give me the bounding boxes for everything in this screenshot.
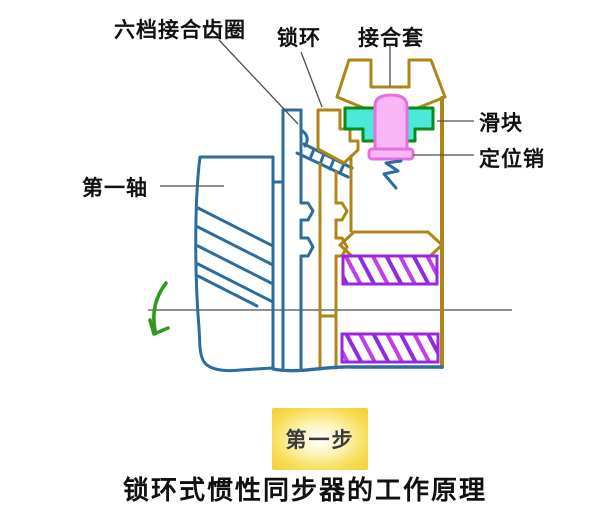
sleeve-shape (335, 58, 447, 113)
pin-flange-shape (367, 147, 415, 161)
pin-spring-icon (382, 159, 403, 190)
first-shaft-shape (194, 155, 275, 373)
label-lock-ring: 锁环 (277, 26, 321, 50)
gear-ring-tooth (299, 201, 315, 222)
page-title: 锁环式惯性同步器的工作原理 (123, 475, 487, 505)
rotation-arrow-icon (152, 281, 168, 332)
leader-line-gear-ring (218, 39, 299, 125)
leader-line-lock-ring (300, 51, 323, 108)
sleeve-spline-tooth (338, 230, 444, 260)
label-slider: 滑块 (479, 112, 523, 135)
hub-tooth (334, 201, 349, 222)
hatch-block-bottom (340, 332, 440, 364)
label-sleeve: 接合套 (358, 26, 424, 50)
gear-ring-shape (281, 108, 315, 370)
hub-tooth (334, 236, 349, 258)
label-gear-ring: 六档接合齿圈 (114, 18, 246, 42)
label-shaft: 第一轴 (82, 176, 148, 200)
step-badge-label: 第一步 (286, 428, 355, 452)
first-shaft-hatch-lines (196, 206, 275, 308)
hatch-block-top (341, 254, 439, 286)
gear-ring-tooth (299, 236, 315, 258)
assembly-bottom-edge (271, 365, 444, 373)
hub-shape (318, 162, 349, 370)
rotation-arrow-head (148, 318, 170, 336)
label-pin: 定位销 (479, 147, 545, 171)
pin-shape (373, 93, 409, 153)
lock-ring-shape (316, 108, 360, 165)
step-badge (272, 408, 368, 470)
